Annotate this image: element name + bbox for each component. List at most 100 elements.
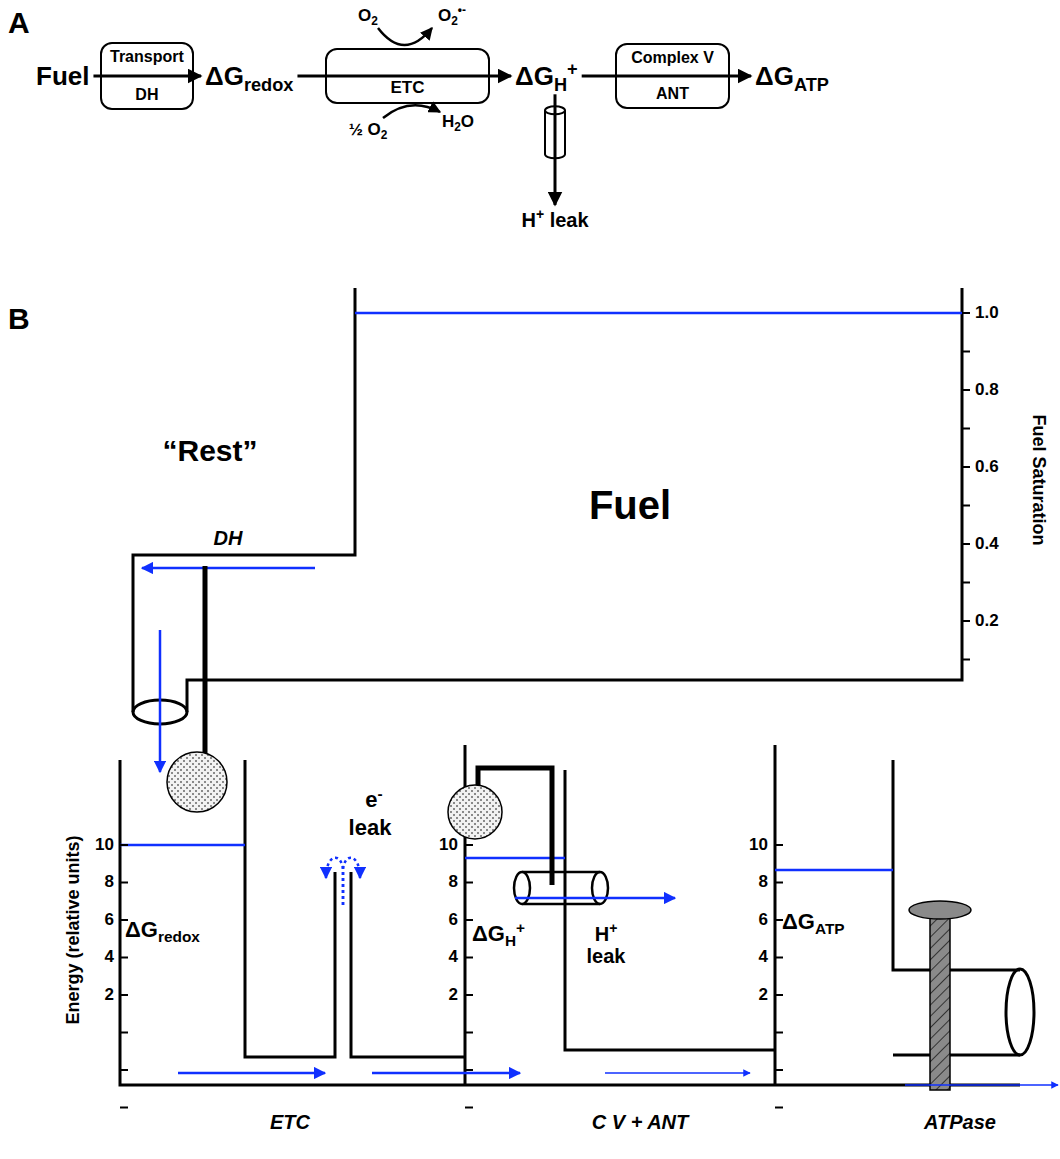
tick	[775, 994, 783, 996]
tick	[120, 957, 128, 959]
tick-value: 0.8	[975, 381, 999, 400]
flow-line	[617, 75, 728, 78]
energy-label: ΔGredox	[205, 62, 293, 91]
node-text: ANT	[656, 85, 689, 103]
tick	[775, 919, 783, 921]
energy-level	[120, 844, 245, 847]
molecule-label: H2O	[442, 113, 474, 132]
tick	[775, 1032, 783, 1034]
electron-leak-arrow	[326, 858, 343, 905]
tick-value: 4	[759, 948, 768, 967]
tick	[962, 505, 970, 507]
tick	[775, 844, 783, 846]
flow-line	[102, 75, 192, 78]
flow-arrow	[905, 1084, 1058, 1086]
energy-label: ΔGATP	[755, 62, 829, 91]
tank-label: ΔGATP	[782, 910, 845, 934]
tick-value: 4	[449, 948, 458, 967]
tick	[465, 994, 473, 996]
valve-rod	[203, 566, 208, 755]
panel-letter: A	[8, 6, 30, 39]
axis-title: Energy (relative units)	[64, 835, 84, 1024]
tick	[962, 659, 970, 661]
process-box: TransportDH	[100, 42, 194, 110]
molecule-label: ½ O2	[349, 121, 388, 140]
tick	[962, 543, 970, 545]
tick	[962, 582, 970, 584]
atpase-valve	[909, 901, 971, 919]
tick-value: 0.2	[975, 612, 999, 631]
state-label: “Rest”	[162, 434, 257, 467]
tick	[775, 957, 783, 959]
leak-label: H+ leak	[521, 209, 588, 231]
flow-line	[327, 75, 488, 78]
tick	[962, 351, 970, 353]
tick-value: 4	[105, 948, 114, 967]
fuel-tank-wall	[133, 288, 355, 712]
tick	[962, 620, 970, 622]
tick	[465, 1032, 473, 1034]
step-label: ETC	[270, 1111, 310, 1133]
molecule-label: O2	[358, 7, 378, 26]
process-box: Complex VANT	[615, 43, 730, 109]
tick-value: 0.4	[975, 535, 999, 554]
tick	[120, 994, 128, 996]
axis-title: Fuel Saturation	[1028, 414, 1048, 545]
tank-wall	[774, 745, 777, 1085]
tick	[120, 844, 128, 846]
tank-label: ΔGH+	[472, 922, 525, 946]
panel-letter: B	[8, 302, 30, 335]
tick-value: 10	[749, 836, 768, 855]
node-text: ΔGredox	[205, 62, 293, 91]
tank-wall	[351, 872, 465, 1057]
tick-value: 8	[105, 873, 114, 892]
valve-label: DH	[214, 527, 243, 549]
tick-value: 2	[449, 986, 458, 1005]
tick-value: 6	[759, 911, 768, 930]
tank-label: Fuel	[589, 483, 671, 527]
tick-value: 1.0	[975, 304, 999, 323]
fuel-tank-wall	[187, 288, 962, 712]
tick	[120, 1032, 128, 1034]
flow-arrow	[582, 75, 615, 78]
flow-arrow	[730, 75, 751, 78]
float-ball	[448, 785, 502, 839]
node-text: Transport	[110, 48, 184, 66]
tick	[775, 1069, 783, 1071]
atpase-valve	[930, 912, 950, 1090]
tick-value: 8	[449, 873, 458, 892]
tick	[465, 1107, 473, 1109]
node-text: H+ leak	[521, 209, 588, 231]
tick-value: 8	[759, 873, 768, 892]
energy-level	[775, 869, 893, 872]
flow-arrow	[297, 75, 325, 78]
side-reaction-arrow	[378, 28, 432, 45]
tick	[120, 1107, 128, 1109]
tick-value: 10	[95, 836, 114, 855]
flow-arrow	[605, 1072, 750, 1074]
step-label: C V + ANT	[592, 1111, 689, 1133]
tick	[120, 882, 128, 884]
leak-label: leak	[349, 816, 392, 840]
pipe-opening	[1006, 969, 1034, 1055]
fuel-level	[355, 312, 962, 315]
tick	[962, 466, 970, 468]
molecule-label: O2•-	[438, 7, 466, 26]
flow-arrow	[515, 897, 675, 900]
node-text: ΔGH+	[515, 62, 578, 91]
float-ball	[167, 752, 227, 812]
node-text: ETC	[391, 79, 425, 98]
tick-value: 10	[439, 836, 458, 855]
tick-value: 6	[449, 911, 458, 930]
flow-arrow	[490, 75, 511, 78]
process-box: ETC	[325, 48, 490, 104]
tank-wall	[565, 770, 775, 1050]
tick	[465, 882, 473, 884]
tank-wall	[245, 760, 335, 1057]
electron-leak-arrow	[343, 858, 360, 905]
tick	[962, 389, 970, 391]
valve-rod	[478, 768, 552, 885]
